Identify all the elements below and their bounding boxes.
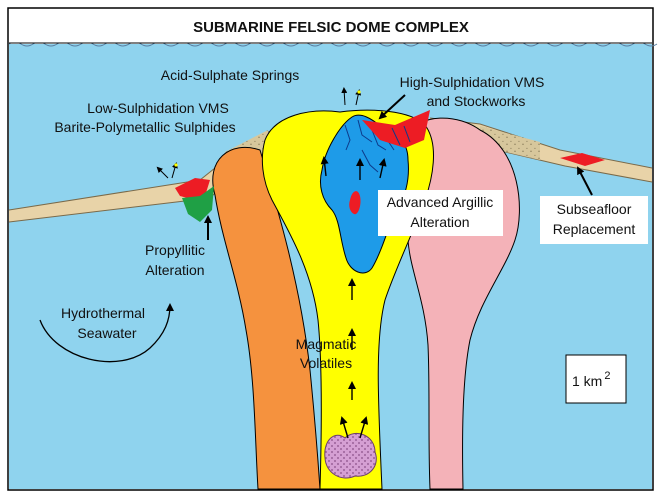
acid-sulphate-springs-label: Acid-Sulphate Springs: [161, 67, 300, 83]
diagram-title: SUBMARINE FELSIC DOME COMPLEX: [193, 19, 469, 36]
high-sulphidation-label-line2: and Stockworks: [427, 93, 526, 109]
magmatic-label-line1: Magmatic: [296, 336, 357, 352]
subseafloor-label-line1: Subseafloor: [557, 201, 632, 217]
propyllitic-label-line2: Alteration: [145, 262, 204, 278]
advanced-argillic-label-line1: Advanced Argillic: [387, 194, 494, 210]
low-sulphidation-label-line1: Low-Sulphidation VMS: [87, 100, 229, 116]
magma-body: [325, 433, 377, 478]
hydrothermal-label-line1: Hydrothermal: [61, 305, 145, 321]
magmatic-label-line2: Volatiles: [300, 355, 352, 371]
advanced-argillic-label-line2: Alteration: [410, 214, 469, 230]
subseafloor-label-line2: Replacement: [553, 221, 636, 237]
low-sulphidation-label-line2: Barite-Polymetallic Sulphides: [54, 119, 235, 135]
scale-exponent: 2: [604, 370, 610, 382]
propyllitic-label-line1: Propyllitic: [145, 242, 205, 258]
high-sulphidation-label-line1: High-Sulphidation VMS: [400, 74, 545, 90]
hydrothermal-label-line2: Seawater: [77, 325, 136, 341]
scale-value: 1 km: [572, 373, 602, 389]
